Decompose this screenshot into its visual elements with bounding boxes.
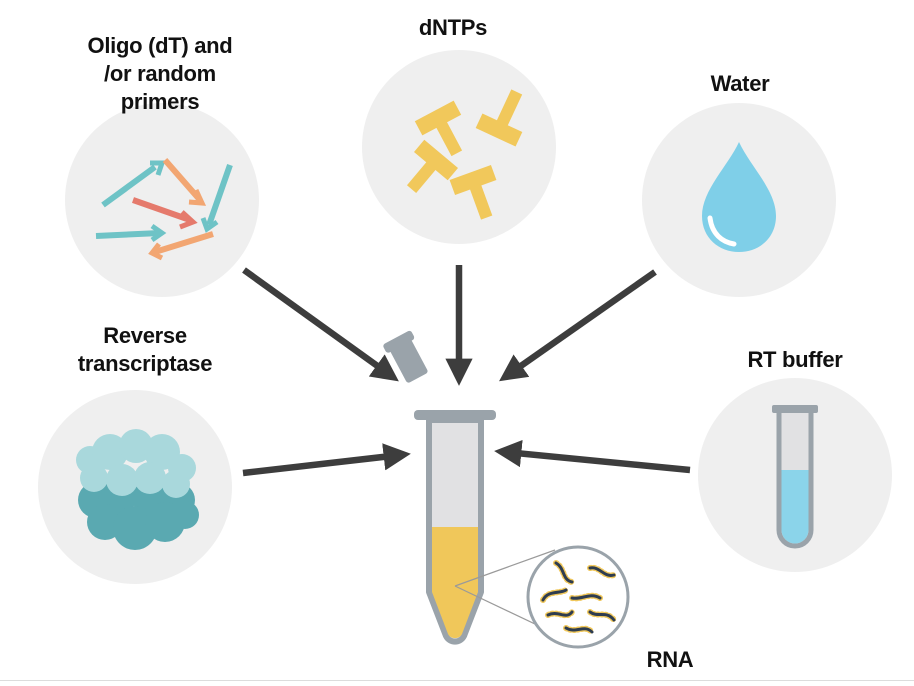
primers-label: Oligo (dT) and /or random primers <box>60 32 260 116</box>
arrows <box>242 265 691 477</box>
arrow-primers <box>242 267 399 382</box>
dntp-blocks-icon <box>406 89 523 220</box>
rna-strands-icon <box>526 545 630 649</box>
enzyme-cloud-icon <box>76 429 199 550</box>
bottom-divider <box>0 680 914 681</box>
tube-liquid <box>432 527 478 639</box>
rt-buffer-label: RT buffer <box>747 347 843 372</box>
primers-label-line-3: primers <box>120 89 200 114</box>
arrow-buffer <box>494 440 691 474</box>
rna-label: RNA <box>646 647 694 672</box>
dntps-label: dNTPs <box>418 15 488 40</box>
water-label: Water <box>710 71 770 96</box>
reverse-transcriptase-label-line-2: transcriptase <box>77 351 213 376</box>
arrow-water <box>499 269 657 382</box>
arrow-enzyme <box>242 443 411 477</box>
reverse-transcriptase-label-line-1: Reverse <box>103 323 187 348</box>
primers-label-line-1: Oligo (dT) and <box>87 33 233 58</box>
water-drop-icon <box>702 142 776 252</box>
test-tube-icon <box>772 405 818 549</box>
primer-arrows-icon <box>95 158 233 261</box>
reverse-transcriptase-label: Reverse transcriptase <box>50 322 240 378</box>
microcentrifuge-tube-icon <box>383 330 496 645</box>
primers-circle <box>65 103 259 297</box>
primers-label-line-2: /or random <box>104 61 216 86</box>
